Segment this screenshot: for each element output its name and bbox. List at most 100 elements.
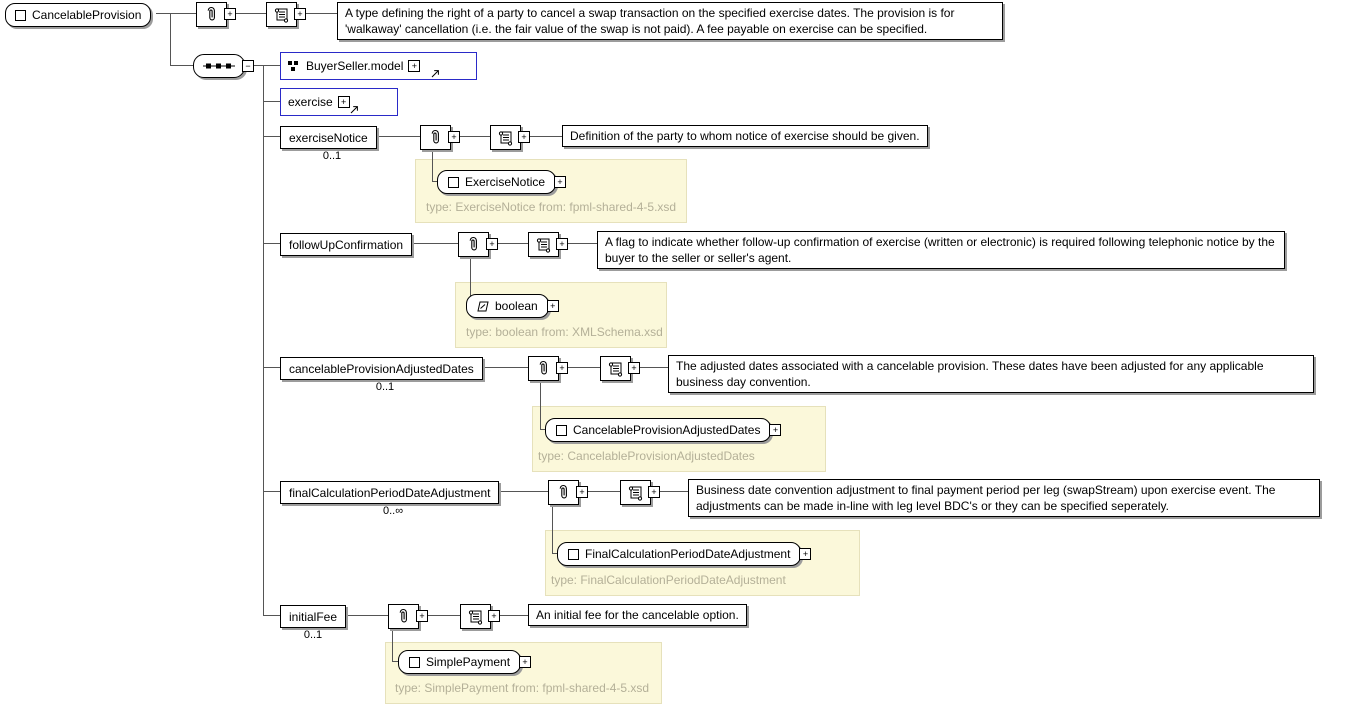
complextype-icon [568,548,579,560]
type-node-boolean[interactable]: boolean + [466,294,559,318]
scroll-icon [536,237,551,253]
annotation-text: A flag to indicate whether follow-up con… [597,231,1285,269]
complextype-icon [409,656,420,668]
complextype-root-node[interactable]: CancelableProvision [5,3,152,27]
type-note: type: boolean from: XMLSchema.xsd [466,325,663,339]
element-cancelableprovisionadjusteddates[interactable]: cancelableProvisionAdjustedDates [280,357,483,380]
annotation-text: An initial fee for the cancelable option… [528,604,747,626]
connector-line [263,136,563,137]
expand-toggle[interactable]: + [408,60,421,72]
expand-toggle[interactable]: + [556,238,568,250]
expand-toggle[interactable]: + [546,300,559,312]
cardinality-label: 0..1 [322,150,342,162]
sequence-icon [203,63,235,69]
annotation-text-root: A type defining the right of a party to … [337,2,1003,40]
root-label: CancelableProvision [32,8,142,22]
annotation-button[interactable] [620,480,651,505]
attributes-button[interactable] [420,125,451,150]
scroll-icon [628,485,643,501]
connector-line [170,13,171,65]
element-followupconfirmation[interactable]: followUpConfirmation [280,233,413,256]
element-label: exerciseNotice [289,130,368,145]
annotation-button[interactable] [460,604,491,629]
type-node-simplepayment[interactable]: SimplePayment + [398,650,532,674]
annotation-text: Definition of the party to whom notice o… [562,125,928,147]
paperclip-icon [399,609,407,623]
type-name: ExerciseNotice [465,175,546,189]
cardinality-label: 0..∞ [382,505,404,517]
expand-toggle[interactable]: + [556,362,568,374]
type-name: SimplePayment [426,655,511,669]
paperclip-icon [207,7,215,21]
element-label: followUpConfirmation [289,237,404,252]
scroll-icon [498,130,513,146]
attributes-button[interactable] [196,2,227,27]
connector-line [470,243,471,305]
connector-line [263,243,598,244]
scroll-icon [468,609,483,625]
expand-toggle[interactable]: + [576,486,588,498]
type-node-exercisenotice[interactable]: ExerciseNotice + [437,170,567,194]
type-note: type: CancelableProvisionAdjustedDates [538,449,755,463]
paperclip-icon [559,485,567,499]
expand-toggle[interactable]: + [799,548,812,560]
element-label: cancelableProvisionAdjustedDates [289,361,474,376]
annotation-button[interactable] [266,2,297,27]
attributes-button[interactable] [458,232,489,257]
expand-toggle[interactable]: + [294,8,306,20]
connector-line [263,65,264,616]
type-name: FinalCalculationPeriodDateAdjustment [585,547,791,561]
type-note: type: ExerciseNotice from: fpml-shared-4… [426,200,677,214]
annotation-button[interactable] [600,356,631,381]
reference-arrow-icon [431,69,440,78]
element-ref-exercise[interactable]: exercise + [280,88,398,116]
expand-toggle[interactable]: + [628,362,640,374]
element-exercisenotice[interactable]: exerciseNotice [280,126,377,149]
expand-toggle[interactable]: + [554,176,567,188]
attributes-button[interactable] [548,480,579,505]
type-node-finalcalculationperioddateadjustment[interactable]: FinalCalculationPeriodDateAdjustment + [557,542,812,566]
scroll-icon [608,361,623,377]
annotation-button[interactable] [490,125,521,150]
ref-label: exercise [288,95,333,109]
connector-line [540,367,541,430]
element-initialfee[interactable]: initialFee [280,605,347,628]
element-label: initialFee [289,609,338,624]
type-name: boolean [495,299,538,313]
type-note: type: SimplePayment from: fpml-shared-4-… [395,681,650,695]
expand-toggle[interactable]: + [488,610,500,622]
attributes-button[interactable] [388,604,419,629]
expand-toggle[interactable]: + [416,610,428,622]
expand-toggle[interactable]: + [224,8,236,20]
element-label: finalCalculationPeriodDateAdjustment [289,485,491,500]
annotation-button[interactable] [528,232,559,257]
ref-label: BuyerSeller.model [306,59,404,73]
expand-toggle[interactable]: + [337,96,350,108]
expand-toggle[interactable]: + [486,238,498,250]
reference-arrow-icon [350,105,359,114]
paperclip-icon [431,130,439,144]
simpletype-icon [477,301,489,311]
annotation-text: Business date convention adjustment to f… [688,479,1320,517]
paperclip-icon [539,361,547,375]
type-node-cancelableprovisionadjusteddates[interactable]: CancelableProvisionAdjustedDates + [545,418,782,442]
expand-toggle[interactable]: + [519,656,532,668]
expand-toggle[interactable]: + [518,131,530,143]
expand-toggle[interactable]: + [648,486,660,498]
scroll-icon [274,7,289,23]
collapse-toggle[interactable]: − [242,60,254,72]
attributes-button[interactable] [528,356,559,381]
type-note: type: FinalCalculationPeriodDateAdjustme… [551,573,786,587]
connector-line [392,615,393,662]
annotation-text: The adjusted dates associated with a can… [668,355,1314,393]
group-ref-buyerseller-model[interactable]: BuyerSeller.model + [280,52,477,80]
complextype-icon [448,176,459,188]
connector-line [552,491,553,554]
expand-toggle[interactable]: + [769,424,782,436]
sequence-compositor[interactable] [193,54,245,78]
complextype-icon [15,9,26,21]
expand-toggle[interactable]: + [448,131,460,143]
element-finalcalculationperioddateadjustment[interactable]: finalCalculationPeriodDateAdjustment [280,481,500,504]
cardinality-label: 0..1 [303,629,323,641]
